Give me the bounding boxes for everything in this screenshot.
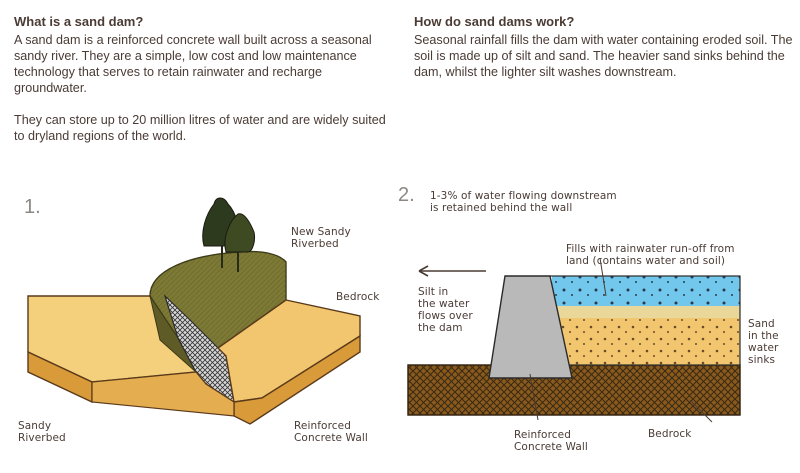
right-heading: How do sand dams work?: [414, 14, 575, 29]
dam-wall: [488, 275, 573, 379]
how-section: How do sand dams work? Seasonal rainfall…: [414, 14, 798, 80]
diagram-2-number: 2.: [398, 184, 415, 206]
label-new-sandy-riverbed: New Sandy Riverbed: [291, 226, 351, 250]
label-bedrock-2: Bedrock: [648, 428, 692, 440]
label-sand-sinks: Sand in the water sinks: [748, 318, 779, 366]
label-fills-with-rainwater: Fills with rainwater run-off from land (…: [566, 243, 735, 267]
silt-layer: [550, 304, 740, 318]
label-silt: Silt in the water flows over the dam: [418, 286, 473, 334]
label-sandy-riverbed: Sandy Riverbed: [18, 420, 66, 444]
right-paragraph-1: Seasonal rainfall fills the dam with wat…: [414, 33, 793, 79]
left-paragraph-1: A sand dam is a reinforced concrete wall…: [14, 33, 372, 95]
label-reinforced-wall-1: Reinforced Concrete Wall: [294, 420, 368, 444]
label-retained: 1-3% of water flowing downstream is reta…: [430, 190, 617, 214]
diagram-2: [407, 257, 741, 423]
left-paragraph-2: They can store up to 20 million litres o…: [14, 113, 386, 143]
label-bedrock-1: Bedrock: [336, 291, 380, 303]
intro-section: What is a sand dam? A sand dam is a rein…: [14, 14, 394, 144]
left-heading: What is a sand dam?: [14, 14, 144, 29]
diagram-1-number: 1.: [24, 196, 41, 218]
label-reinforced-wall-2: Reinforced Concrete Wall: [514, 429, 588, 453]
trees-illustration: [202, 197, 255, 272]
diagram-1: [27, 197, 361, 425]
